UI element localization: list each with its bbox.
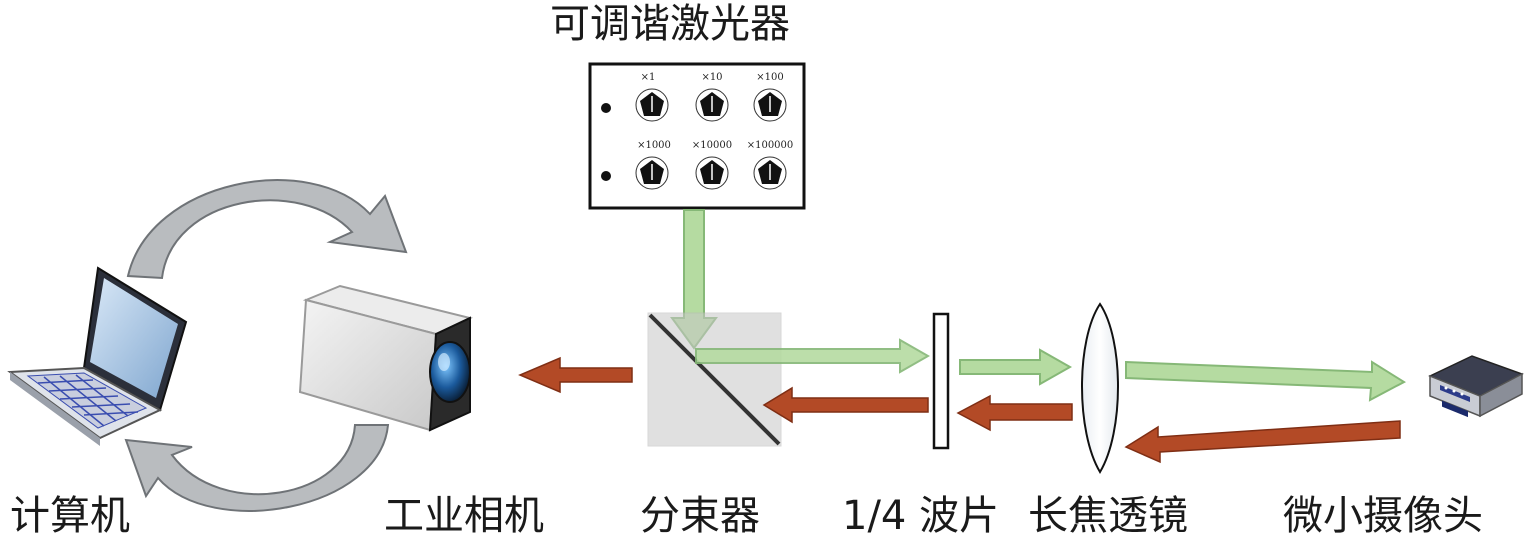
long-focal-lens	[1081, 302, 1119, 474]
svg-text:×10: ×10	[701, 72, 722, 83]
dial-x100: ×100	[753, 72, 787, 122]
label-beam-splitter: 分束器	[640, 493, 760, 539]
dial-x1: ×1	[635, 72, 669, 122]
quarter-waveplate	[932, 312, 950, 450]
laser-title: 可调谐激光器	[550, 1, 790, 47]
beam-lens-to-microcam	[1125, 360, 1407, 402]
tunable-laser-panel: ×1 ×10 ×100 ×1000 ×10000	[588, 62, 806, 210]
svg-text:×100000: ×100000	[747, 140, 794, 151]
loop-arrow-top	[126, 179, 408, 280]
industrial-camera-icon	[298, 284, 473, 432]
svg-text:×100: ×100	[756, 72, 783, 83]
svg-text:×1000: ×1000	[637, 140, 671, 151]
micro-camera-icon	[1428, 355, 1524, 418]
label-micro-camera: 微小摄像头	[1283, 493, 1483, 539]
label-long-focal-lens: 长焦透镜	[1028, 493, 1188, 539]
dial-x10000: ×10000	[692, 140, 732, 190]
beam-waveplate-to-lens	[959, 348, 1073, 386]
beam-splitter-to-waveplate	[695, 338, 931, 374]
dial-x1000: ×1000	[635, 140, 671, 190]
laptop-icon	[7, 266, 188, 446]
loop-arrow-bottom	[124, 424, 390, 512]
label-industrial-camera: 工业相机	[384, 493, 544, 539]
label-quarter-waveplate: 1/4 波片	[842, 493, 1000, 539]
beam-lens-to-waveplate	[956, 394, 1073, 432]
beam-waveplate-to-splitter	[762, 386, 929, 424]
svg-text:×1: ×1	[641, 72, 656, 83]
beam-microcam-to-lens	[1124, 420, 1401, 464]
label-computer: 计算机	[10, 493, 130, 539]
dial-x100000: ×100000	[747, 140, 794, 190]
beam-splitter	[647, 312, 782, 447]
dial-x10: ×10	[695, 72, 729, 122]
svg-text:×10000: ×10000	[692, 140, 732, 151]
beam-to-camera	[518, 356, 633, 394]
